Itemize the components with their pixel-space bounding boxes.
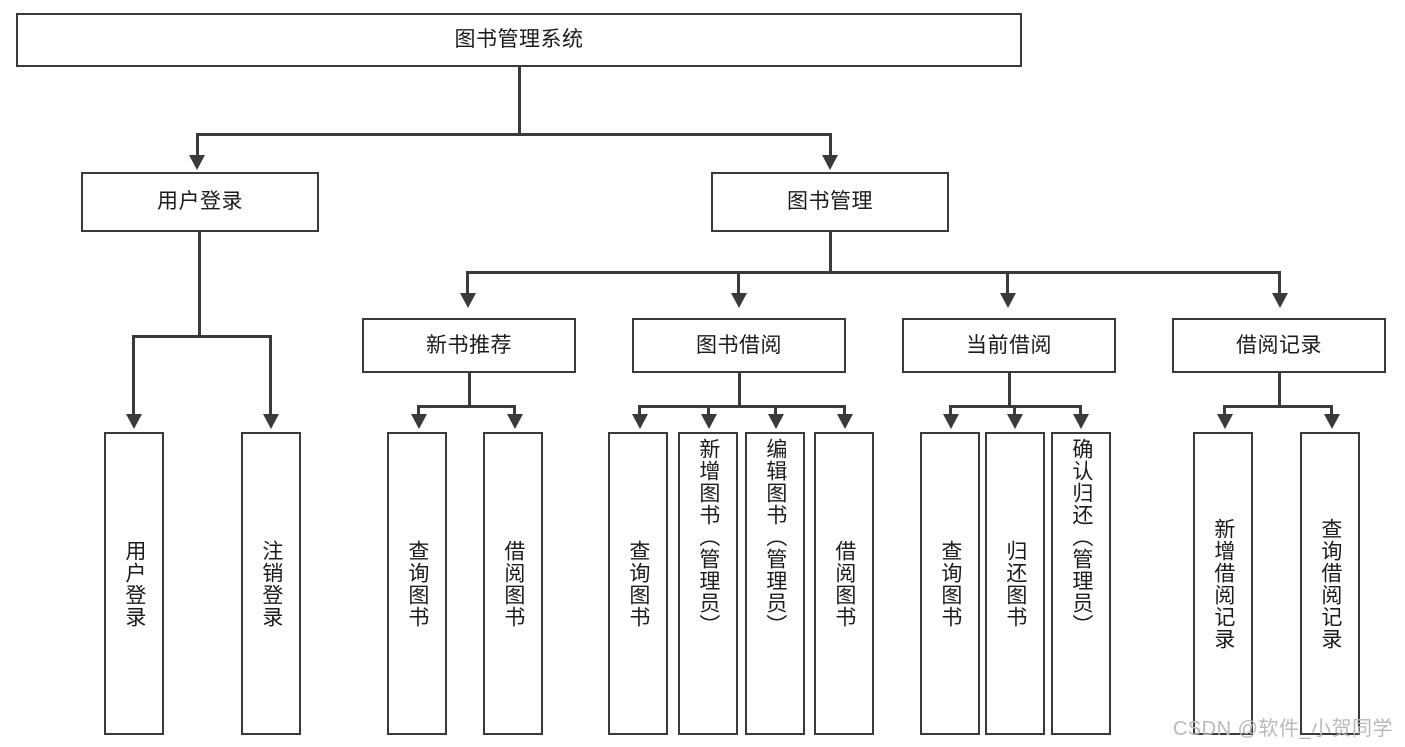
connector-new-book-bar (417, 405, 516, 408)
connector-current-borrow-stem (1008, 373, 1011, 408)
node-label: 新增借阅记录 (1211, 517, 1235, 650)
arrow-book-borrow-1 (632, 414, 648, 429)
node-current-borrow[interactable]: 当前借阅 (902, 318, 1116, 373)
node-book-management[interactable]: 图书管理 (711, 172, 949, 232)
connector-user-login-right-drop (269, 335, 272, 417)
arrow-book-borrow-4 (837, 414, 853, 429)
connector-book-borrow-drop-4 (843, 405, 846, 417)
connector-book-mgmt-bar (466, 271, 1281, 274)
leaf-current-borrow-confirm[interactable]: 确认归还（管理员） (1051, 432, 1111, 735)
connector-new-book-stem (468, 373, 471, 408)
connector-book-borrow-drop-1 (638, 405, 641, 417)
connector-user-login-stem (198, 232, 201, 338)
node-label: 用户登录 (157, 190, 243, 214)
connector-root-stem (518, 67, 521, 135)
connector-user-login-bar (132, 335, 271, 338)
leaf-book-borrow-query[interactable]: 查询图书 (608, 432, 668, 735)
node-label: 借阅图书 (501, 539, 525, 628)
node-label: 新书推荐 (426, 333, 512, 357)
node-label: 图书管理系统 (454, 28, 584, 52)
node-book-borrow[interactable]: 图书借阅 (632, 318, 846, 373)
arrow-root-to-user-login (189, 155, 205, 170)
leaf-borrow-record-add[interactable]: 新增借阅记录 (1193, 432, 1253, 735)
arrow-user-login-2 (263, 414, 279, 429)
leaf-book-borrow-add[interactable]: 新增图书（管理员） (678, 432, 738, 735)
arrow-current-borrow-1 (943, 414, 959, 429)
node-borrow-record[interactable]: 借阅记录 (1172, 318, 1386, 373)
connector-root-bar (196, 133, 832, 136)
connector-borrow-record-drop-1 (1223, 405, 1226, 417)
node-label: 查询借阅记录 (1318, 517, 1342, 650)
arrow-book-mgmt-4 (1272, 293, 1288, 308)
connector-book-borrow-stem (738, 373, 741, 408)
node-label: 当前借阅 (966, 333, 1052, 357)
node-label: 借阅图书 (832, 539, 856, 628)
connector-borrow-record-bar (1223, 405, 1333, 408)
node-label: 归还图书 (1003, 539, 1027, 628)
arrow-root-to-book-mgmt (822, 155, 838, 170)
leaf-new-book-query[interactable]: 查询图书 (387, 432, 447, 735)
node-label: 编辑图书（管理员） (763, 438, 787, 636)
watermark: CSDN @软件_小贺同学 (1172, 718, 1393, 740)
node-label: 查询图书 (405, 539, 429, 628)
leaf-user-login-login[interactable]: 用户登录 (104, 432, 164, 735)
connector-book-borrow-bar (638, 405, 845, 408)
node-label: 用户登录 (122, 539, 146, 628)
connector-book-mgmt-drop-2 (737, 271, 740, 296)
connector-current-borrow-drop-2 (1013, 405, 1016, 417)
connector-root-to-book-mgmt (829, 133, 832, 158)
connector-borrow-record-stem (1278, 373, 1281, 408)
node-label: 借阅记录 (1236, 333, 1322, 357)
node-label: 图书管理 (787, 190, 873, 214)
connector-book-mgmt-stem (829, 232, 832, 274)
arrow-book-mgmt-3 (1000, 293, 1016, 308)
leaf-current-borrow-return[interactable]: 归还图书 (985, 432, 1045, 735)
connector-current-borrow-drop-3 (1079, 405, 1082, 417)
arrow-current-borrow-2 (1007, 414, 1023, 429)
arrow-borrow-record-1 (1217, 414, 1233, 429)
leaf-book-borrow-borrow[interactable]: 借阅图书 (814, 432, 874, 735)
connector-book-mgmt-drop-1 (466, 271, 469, 296)
leaf-borrow-record-query[interactable]: 查询借阅记录 (1300, 432, 1360, 735)
arrow-borrow-record-2 (1324, 414, 1340, 429)
connector-book-mgmt-drop-4 (1278, 271, 1281, 296)
arrow-new-book-1 (411, 414, 427, 429)
leaf-user-login-logout[interactable]: 注销登录 (241, 432, 301, 735)
leaf-book-borrow-edit[interactable]: 编辑图书（管理员） (745, 432, 805, 735)
arrow-current-borrow-3 (1073, 414, 1089, 429)
connector-user-login-left-drop (132, 335, 135, 417)
arrow-book-borrow-3 (768, 414, 784, 429)
node-label: 确认归还（管理员） (1069, 438, 1093, 636)
connector-book-borrow-drop-2 (707, 405, 710, 417)
arrow-book-mgmt-2 (731, 293, 747, 308)
arrow-new-book-2 (507, 414, 523, 429)
arrow-book-mgmt-1 (460, 293, 476, 308)
leaf-new-book-borrow[interactable]: 借阅图书 (483, 432, 543, 735)
node-label: 图书借阅 (696, 333, 782, 357)
node-label: 新增图书（管理员） (696, 438, 720, 636)
arrow-user-login-1 (126, 414, 142, 429)
connector-new-book-drop-2 (513, 405, 516, 417)
node-root-system[interactable]: 图书管理系统 (16, 13, 1022, 67)
node-label: 查询图书 (938, 539, 962, 628)
connector-borrow-record-drop-2 (1330, 405, 1333, 417)
node-new-book-recommend[interactable]: 新书推荐 (362, 318, 576, 373)
connector-root-to-user-login (196, 133, 199, 158)
leaf-current-borrow-query[interactable]: 查询图书 (920, 432, 980, 735)
node-user-login[interactable]: 用户登录 (81, 172, 319, 232)
connector-book-borrow-drop-3 (774, 405, 777, 417)
node-label: 查询图书 (626, 539, 650, 628)
node-label: 注销登录 (259, 539, 283, 628)
connector-book-mgmt-drop-3 (1006, 271, 1009, 296)
connector-current-borrow-drop-1 (949, 405, 952, 417)
connector-new-book-drop-1 (417, 405, 420, 417)
arrow-book-borrow-2 (701, 414, 717, 429)
